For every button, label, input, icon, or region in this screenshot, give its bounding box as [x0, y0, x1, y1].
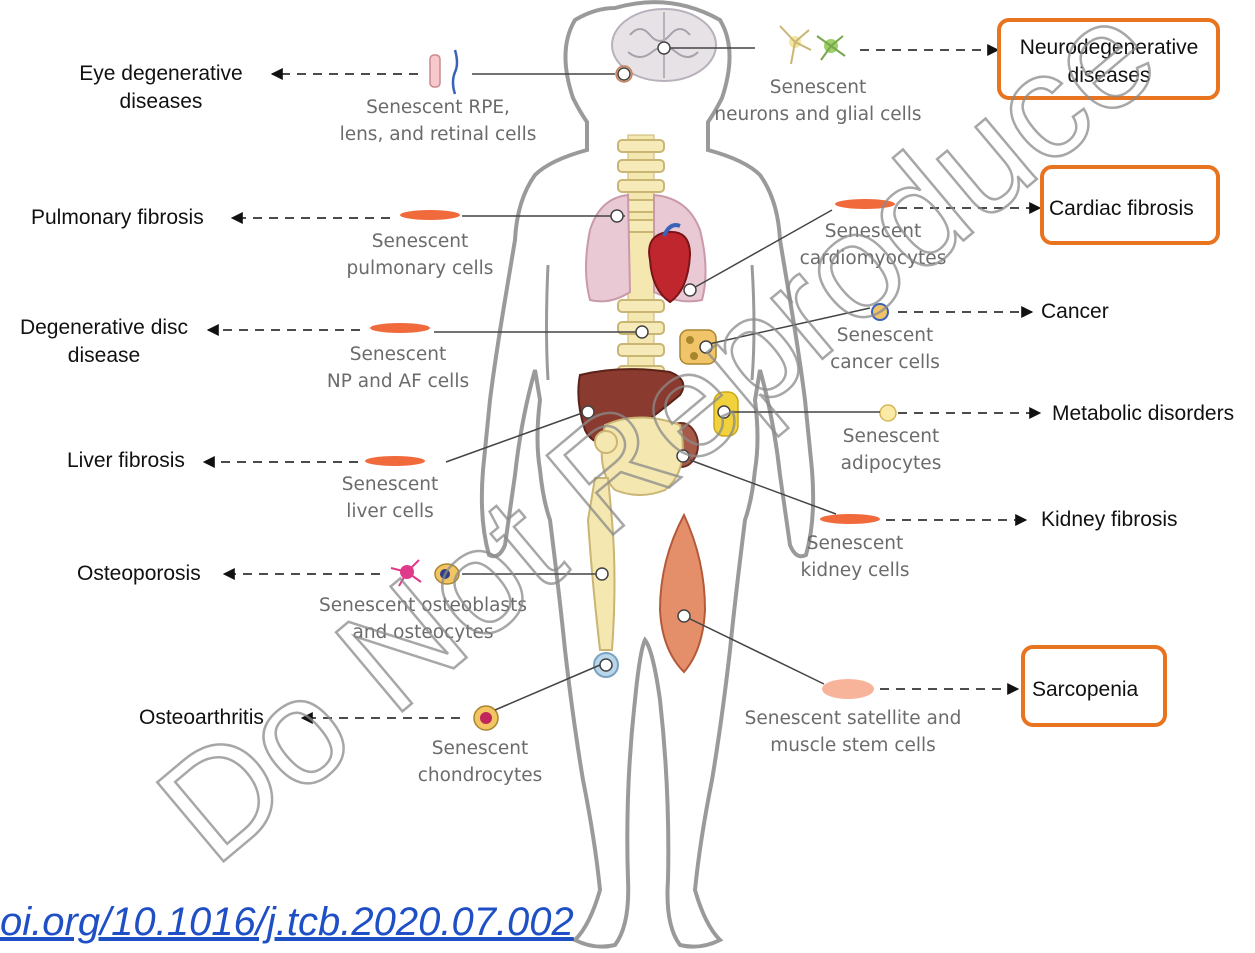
cardiomyocytes-line2: cardiomyocytes [785, 245, 961, 272]
neuro-disease-line1: Neurodegenerative [1006, 34, 1212, 62]
sarcopenia-label: Sarcopenia [1032, 676, 1138, 704]
satellite-cells-line2: muscle stem cells [728, 732, 978, 759]
pulmonary-disease-label: Pulmonary fibrosis [31, 204, 204, 232]
pulmonary-cells-line1: Senescent [332, 228, 508, 255]
neuro-disease-label: Neurodegenerative diseases [1006, 34, 1212, 90]
cancer-cells-line1: Senescent [810, 322, 960, 349]
liver-cells-line1: Senescent [315, 471, 465, 498]
kidney-disease-label: Kidney fibrosis [1041, 506, 1178, 534]
np-af-cells-line1: Senescent [310, 341, 486, 368]
neuron-cells-label: Senescent neurons and glial cells [703, 74, 933, 128]
liver-cells-label: Senescent liver cells [315, 471, 465, 525]
eye-disease-line2: diseases [73, 88, 249, 116]
osteo-cells-line1: Senescent osteoblasts [305, 592, 541, 619]
eye-disease-line1: Eye degenerative [73, 60, 249, 88]
kidney-cells-line2: kidney cells [780, 557, 930, 584]
adipocyte-icon [880, 405, 896, 421]
muscle-icon [660, 515, 705, 672]
cancer-cells-line2: cancer cells [810, 349, 960, 376]
osteoporosis-label: Osteoporosis [77, 560, 201, 588]
kidney-cells-label: Senescent kidney cells [780, 530, 930, 584]
rpe-cells-line2: lens, and retinal cells [325, 121, 551, 148]
rpe-cells-line1: Senescent RPE, [325, 94, 551, 121]
neuron-icon [780, 26, 845, 64]
eye-disease-label: Eye degenerative diseases [73, 60, 249, 116]
osteo-cells-label: Senescent osteoblasts and osteocytes [305, 592, 541, 646]
adipocytes-line1: Senescent [816, 423, 966, 450]
pulmonary-cells-line2: pulmonary cells [332, 255, 508, 282]
satellite-cells-label: Senescent satellite and muscle stem cell… [728, 705, 978, 759]
disc-disease-line2: disease [12, 342, 196, 370]
pelvis-icon [602, 418, 683, 496]
liver-disease-label: Liver fibrosis [67, 447, 185, 475]
chondrocyte-icon [474, 706, 498, 730]
osteoclast-icon [391, 560, 459, 586]
cancer-label: Cancer [1041, 298, 1109, 326]
disc-disease-line1: Degenerative disc [12, 314, 196, 342]
rpe-cells-label: Senescent RPE, lens, and retinal cells [325, 94, 551, 148]
stem-cell-icon [822, 679, 874, 699]
chondrocytes-line2: chondrocytes [400, 762, 560, 789]
np-af-cells-line2: NP and AF cells [310, 368, 486, 395]
adipocytes-line2: adipocytes [816, 450, 966, 477]
cardiac-disease-label: Cardiac fibrosis [1049, 195, 1194, 223]
neuro-disease-line2: diseases [1006, 62, 1212, 90]
cardiomyocytes-line1: Senescent [785, 218, 961, 245]
cancer-cells-label: Senescent cancer cells [810, 322, 960, 376]
osteoarthritis-label: Osteoarthritis [139, 704, 264, 732]
cancer-cell-icon [872, 304, 888, 320]
kidney-cells-line1: Senescent [780, 530, 930, 557]
disc-disease-label: Degenerative disc disease [12, 314, 196, 370]
chondrocytes-line1: Senescent [400, 735, 560, 762]
rpe-cell-icon [430, 50, 457, 94]
adipocytes-label: Senescent adipocytes [816, 423, 966, 477]
citation-link[interactable]: oi.org/10.1016/j.tcb.2020.07.002 [0, 900, 574, 945]
neuron-cells-line2: neurons and glial cells [703, 101, 933, 128]
satellite-cells-line1: Senescent satellite and [728, 705, 978, 732]
neuron-cells-line1: Senescent [703, 74, 933, 101]
np-af-cells-label: Senescent NP and AF cells [310, 341, 486, 395]
osteo-cells-line2: and osteocytes [305, 619, 541, 646]
pulmonary-cells-label: Senescent pulmonary cells [332, 228, 508, 282]
metabolic-label: Metabolic disorders [1052, 400, 1234, 428]
cardiomyocytes-label: Senescent cardiomyocytes [785, 218, 961, 272]
chondrocytes-label: Senescent chondrocytes [400, 735, 560, 789]
liver-cells-line2: liver cells [315, 498, 465, 525]
